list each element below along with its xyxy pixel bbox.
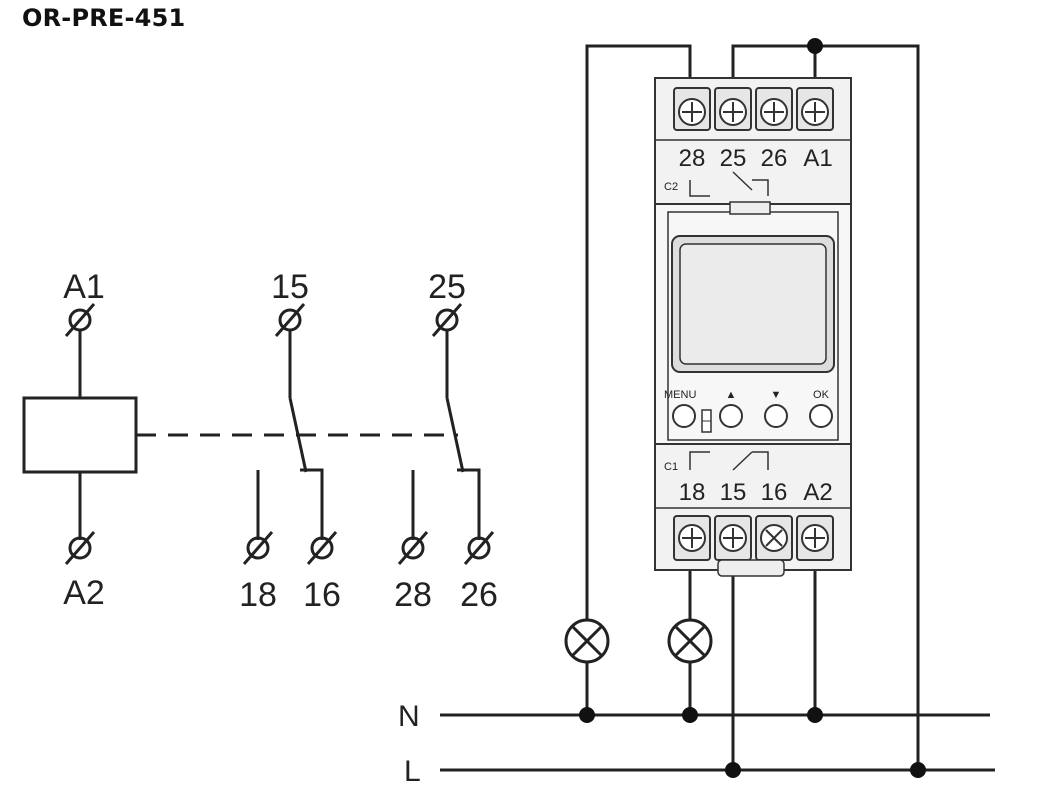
terminal-18-symbol (242, 531, 274, 565)
menu-button-label: MENU (664, 389, 696, 401)
device-bottom-label-16: 16 (761, 479, 788, 506)
terminal-a2-symbol (64, 531, 96, 565)
top-terminal-block (673, 87, 834, 131)
device-bottom-label-15: 15 (720, 479, 747, 506)
terminal-28-symbol (397, 531, 429, 565)
c1-label: C1 (664, 461, 678, 473)
device-bottom-label-a2: A2 (803, 479, 832, 506)
label-26: 26 (460, 576, 498, 614)
ok-button-label: OK (813, 389, 830, 401)
relay-coil (22, 396, 138, 474)
up-button (719, 404, 743, 428)
c2-label: C2 (664, 181, 678, 193)
ok-button (809, 404, 833, 428)
contact-2-schematic (397, 303, 495, 565)
device-bottom-label-18: 18 (679, 479, 706, 506)
terminal-26-symbol (463, 531, 495, 565)
junction-dots (579, 38, 926, 778)
diagram-title: OR-PRE-451 (22, 4, 186, 32)
label-18: 18 (239, 576, 277, 614)
device-top-label-a1: A1 (803, 145, 832, 172)
contact-1-schematic (242, 303, 338, 565)
relay-device (654, 77, 852, 577)
label-a2: A2 (63, 574, 105, 612)
terminal-16-symbol (306, 531, 338, 565)
device-top-label-26: 26 (761, 145, 788, 172)
wire-28-lamp1 (585, 44, 692, 620)
lamp-2-icon (667, 618, 713, 664)
device-top-label-25: 25 (720, 145, 747, 172)
line-label: L (404, 755, 421, 788)
neutral-label: N (398, 700, 420, 733)
menu-button (672, 404, 696, 428)
up-button-label: ▲ (726, 389, 737, 401)
device-top-label-28: 28 (679, 145, 706, 172)
wire-25-a1-l (731, 44, 920, 770)
terminal-a1-symbol (64, 303, 96, 337)
c1-contact-symbol (689, 451, 769, 471)
down-button-label: ▼ (771, 389, 782, 401)
relay-coil-schematic (22, 303, 138, 565)
label-25: 25 (428, 268, 466, 306)
label-28: 28 (394, 576, 432, 614)
lamp-1-icon (564, 618, 610, 664)
down-button (764, 404, 788, 428)
bottom-terminal-block (673, 515, 834, 561)
label-16: 16 (303, 576, 341, 614)
c2-contact-symbol (689, 171, 769, 197)
label-a1: A1 (63, 268, 105, 306)
label-15: 15 (271, 268, 309, 306)
